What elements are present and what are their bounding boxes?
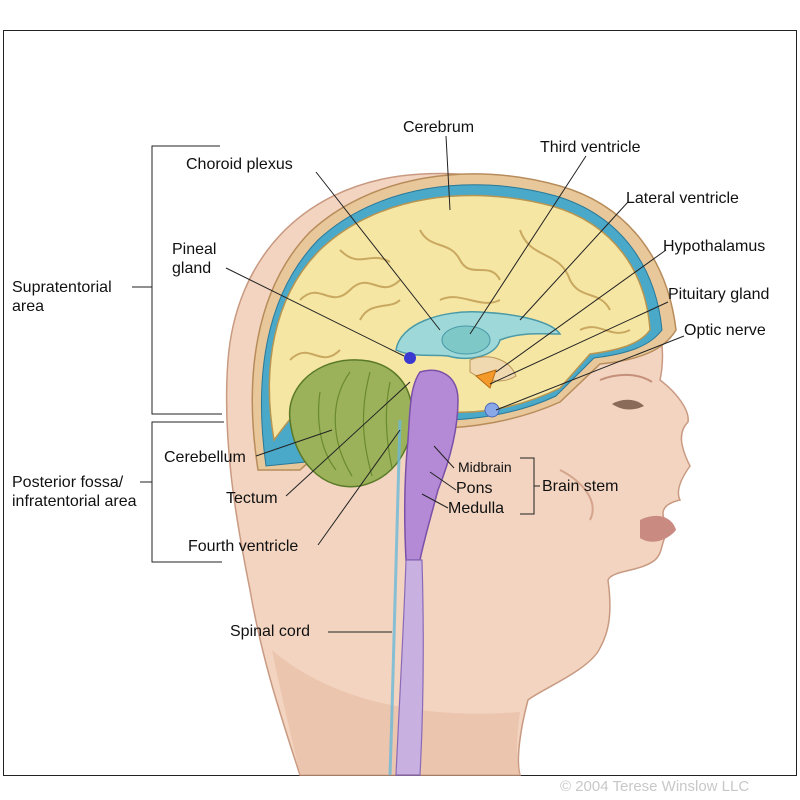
eye <box>612 399 644 410</box>
label-posterior-fossa: Posterior fossa/ infratentorial area <box>12 474 137 510</box>
label-supratentorial-area: Supratentorial area <box>12 279 112 315</box>
brain-stem-bracket <box>520 457 535 515</box>
label-choroid-plexus: Choroid plexus <box>186 156 293 173</box>
pineal-shape <box>404 352 416 364</box>
label-midbrain: Midbrain <box>458 459 512 475</box>
neck-shade <box>272 650 520 775</box>
spinal-cord-shape <box>395 559 424 776</box>
eyebrow <box>599 374 653 383</box>
label-pineal-gland: Pineal gland <box>172 241 217 277</box>
label-optic-nerve: Optic nerve <box>684 322 766 339</box>
leader-lines <box>132 135 685 633</box>
supratentorial-bracket <box>151 145 222 415</box>
posterior-fossa-bracket <box>151 421 224 563</box>
copyright-notice: © 2004 Terese Winslow LLC <box>560 778 750 795</box>
optic-nerve-shape <box>484 402 500 418</box>
label-medulla: Medulla <box>448 500 505 517</box>
third-ventricle-shape <box>441 325 491 355</box>
label-fourth-ventricle: Fourth ventricle <box>188 538 299 555</box>
label-third-ventricle: Third ventricle <box>540 139 641 156</box>
label-lateral-ventricle: Lateral ventricle <box>626 190 739 207</box>
lips <box>640 515 676 542</box>
label-spinal-cord: Spinal cord <box>230 623 311 640</box>
label-cerebellum: Cerebellum <box>164 449 246 466</box>
ear-shade <box>559 469 594 521</box>
label-brain-stem: Brain stem <box>542 478 619 495</box>
brain-stem-shape <box>403 369 459 561</box>
spinal-canal <box>388 419 402 776</box>
label-pons: Pons <box>456 480 493 497</box>
label-hypothalamus: Hypothalamus <box>663 238 766 255</box>
label-tectum: Tectum <box>226 490 278 507</box>
label-pituitary-gland: Pituitary gland <box>668 286 770 303</box>
label-cerebrum: Cerebrum <box>403 119 475 136</box>
